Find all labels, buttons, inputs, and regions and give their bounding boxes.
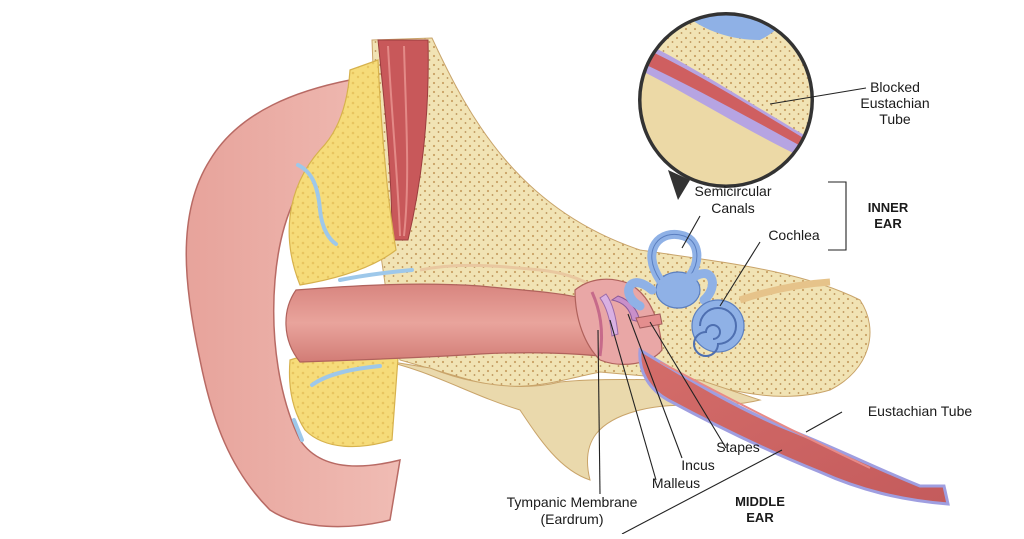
- label-incus: Incus: [681, 457, 714, 473]
- leader-malleus: [609, 319, 657, 481]
- leader-incus: [627, 313, 683, 459]
- label-eustachian-tube: Eustachian Tube: [868, 403, 973, 419]
- label-semicircular-line1: Semicircular: [694, 183, 771, 199]
- leader-stapes: [649, 321, 727, 449]
- label-tympanic-line1: Tympanic Membrane: [507, 494, 638, 510]
- label-inner-ear-line2: EAR: [874, 216, 902, 231]
- eardrum: [590, 291, 604, 357]
- label-middle-ear-line1: MIDDLE: [735, 494, 785, 509]
- pinna: [185, 79, 401, 528]
- bracket-middle-ear: [621, 449, 783, 535]
- lobule-cartilage: [288, 352, 399, 448]
- eustachian-tube: [638, 347, 950, 506]
- label-cochlea: Cochlea: [768, 227, 820, 243]
- malleus: [599, 293, 619, 337]
- label-blocked-tube-line3: Tube: [879, 111, 911, 127]
- label-blocked-tube-line2: Eustachian: [860, 95, 929, 111]
- inset-magnifier: [638, 12, 814, 200]
- leader-cochlea: [719, 241, 761, 307]
- label-blocked-tube-line1: Blocked: [870, 79, 920, 95]
- stapes: [635, 313, 663, 329]
- inner-ear: [624, 229, 831, 357]
- leader-tympanic: [597, 329, 601, 495]
- label-tympanic-line2: (Eardrum): [540, 511, 603, 527]
- label-malleus: Malleus: [652, 475, 700, 491]
- leader-blocked-tube: [769, 87, 867, 105]
- label-middle-ear-line2: EAR: [746, 510, 774, 525]
- ear-canal: [285, 283, 601, 363]
- pinna-cartilage: [288, 59, 397, 286]
- leader-semicircular: [681, 215, 701, 249]
- bracket-inner-ear: [828, 181, 847, 251]
- leader-eustachian: [805, 411, 843, 433]
- label-stapes: Stapes: [716, 439, 760, 455]
- label-semicircular-line2: Canals: [711, 200, 755, 216]
- label-inner-ear-line1: INNER: [868, 200, 909, 215]
